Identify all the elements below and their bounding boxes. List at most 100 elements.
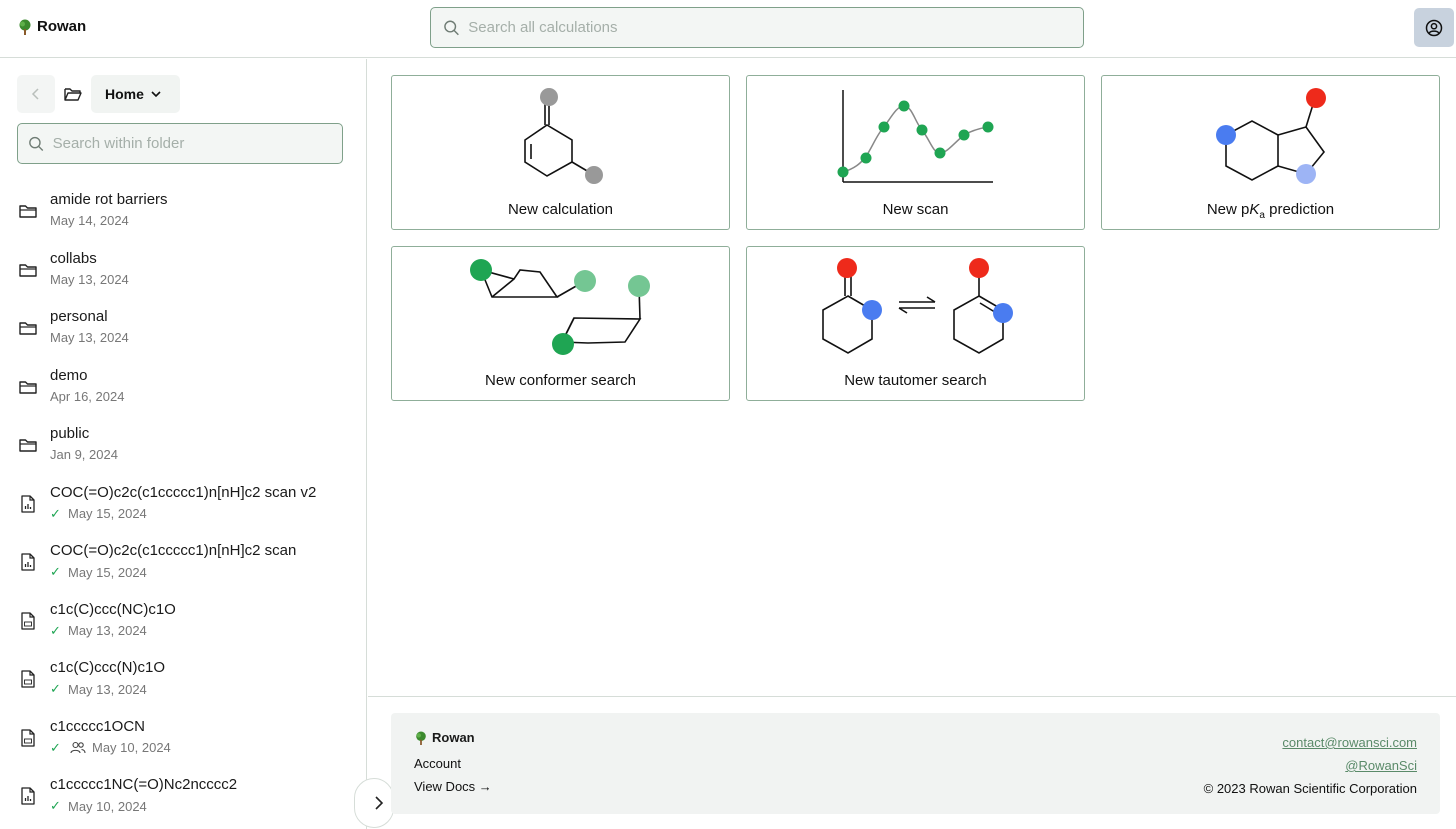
item-name: COC(=O)c2c(c1ccccc1)n[nH]c2 scan v2: [50, 483, 317, 501]
sidebar-item-folder[interactable]: collabs May 13, 2024: [0, 246, 366, 305]
molecule-conformers-icon: [470, 259, 650, 355]
card-label: New conformer search: [485, 372, 636, 389]
check-icon: ✓: [50, 798, 61, 813]
new-calculation-card[interactable]: New calculation: [391, 75, 730, 230]
folder-icon: [19, 263, 37, 277]
folder-search-box[interactable]: [17, 123, 343, 164]
new-tautomer-search-card[interactable]: New tautomer search: [746, 246, 1085, 401]
sidebar-item-calculation[interactable]: COC(=O)c2c(c1ccccc1)n[nH]c2 scan v2 ✓ May…: [0, 480, 366, 539]
top-bar: Rowan: [0, 0, 1456, 58]
chart-file-icon: [21, 494, 35, 513]
sidebar-item-folder[interactable]: personal May 13, 2024: [0, 304, 366, 363]
item-date: May 10, 2024: [92, 740, 171, 755]
item-name: c1ccccc1NC(=O)Nc2ncccc2: [50, 776, 238, 793]
folder-dropdown-label: Home: [105, 86, 144, 102]
check-icon: ✓: [50, 564, 61, 579]
folder-search-input[interactable]: [52, 135, 342, 152]
new-scan-card[interactable]: New scan: [746, 75, 1085, 230]
copyright-text: © 2023 Rowan Scientific Corporation: [1203, 781, 1417, 796]
item-meta: ✓ May 15, 2024: [50, 564, 147, 580]
user-account-button[interactable]: [1414, 8, 1454, 47]
sidebar-toggle-button[interactable]: [354, 778, 394, 828]
chart-file-icon: [21, 553, 35, 571]
open-folder-button[interactable]: [55, 75, 91, 113]
check-icon: ✓: [50, 739, 61, 755]
check-icon: ✓: [50, 681, 61, 696]
chevron-down-icon: [151, 91, 161, 98]
molecule-tautomers-icon: [822, 258, 1013, 354]
folder-icon: [19, 380, 37, 394]
item-date: May 13, 2024: [68, 623, 147, 638]
folder-open-icon: [64, 88, 82, 101]
main-content: New calculation New scan: [368, 59, 1456, 697]
item-date: Jan 9, 2024: [50, 447, 118, 462]
card-label: New pKa prediction: [1102, 201, 1439, 221]
chevron-left-icon: [31, 88, 39, 100]
folder-icon: [19, 205, 37, 218]
sidebar-item-folder[interactable]: amide rot barriers May 14, 2024: [0, 187, 366, 246]
sidebar-item-calculation[interactable]: c1ccccc1NC(=O)Nc2ncccc2 ✓ May 10, 2024: [0, 772, 366, 829]
folder-dropdown[interactable]: Home: [91, 75, 180, 113]
sidebar-item-folder[interactable]: public Jan 9, 2024: [0, 421, 366, 480]
sidebar-item-calculation[interactable]: c1c(C)ccc(NC)c1O ✓ May 13, 2024: [0, 597, 366, 656]
new-conformer-search-card[interactable]: New conformer search: [391, 246, 730, 401]
back-button[interactable]: [17, 75, 55, 113]
pka-file-icon: [21, 728, 35, 747]
sidebar-item-calculation[interactable]: c1ccccc1OCN ✓ May 10, 2024: [0, 714, 366, 773]
footer-divider: [368, 696, 1456, 697]
tree-icon: [19, 19, 31, 35]
folder-icon: [19, 322, 37, 335]
molecule-cyclohexene-icon: [524, 88, 603, 184]
view-docs-link[interactable]: View Docs →: [414, 779, 492, 794]
sidebar-item-calculation[interactable]: c1c(C)ccc(N)c1O ✓May 13, 2024: [0, 655, 366, 714]
pka-file-icon: [21, 611, 35, 630]
item-meta: ✓ May 10, 2024: [50, 740, 171, 756]
twitter-link[interactable]: @RowanSci: [1345, 758, 1417, 773]
item-date: May 14, 2024: [50, 213, 129, 228]
search-icon: [29, 136, 44, 151]
card-label: New calculation: [507, 201, 614, 218]
global-search-input[interactable]: [468, 19, 1083, 36]
folder-icon: [19, 439, 37, 452]
sidebar-toolbar: Home: [17, 75, 180, 113]
card-label-italic: K: [1249, 201, 1260, 218]
item-date: May 10, 2024: [68, 798, 147, 814]
check-icon: ✓: [50, 505, 61, 521]
pka-file-icon: [21, 670, 35, 688]
card-label-prefix: New p: [1206, 201, 1250, 218]
item-date: May 13, 2024: [68, 681, 147, 697]
new-pka-prediction-card[interactable]: New pKa prediction: [1101, 75, 1440, 230]
card-label: New scan: [882, 201, 949, 218]
account-link[interactable]: Account: [414, 756, 461, 771]
item-name: public: [50, 425, 90, 442]
card-label-sub: a: [1259, 210, 1265, 221]
item-meta: ✓ May 13, 2024: [50, 623, 147, 639]
item-date: May 15, 2024: [68, 506, 147, 521]
item-name: COC(=O)c2c(c1ccccc1)n[nH]c2 scan: [50, 542, 297, 559]
brand-logo[interactable]: Rowan: [17, 18, 86, 35]
footer: Rowan Account View Docs → contact@rowans…: [391, 713, 1440, 814]
tree-icon: [416, 730, 426, 745]
item-date: Apr 16, 2024: [50, 388, 125, 404]
item-date: May 15, 2024: [68, 564, 147, 580]
sidebar-list: amide rot barriers May 14, 2024 collabs …: [0, 187, 366, 829]
item-meta: ✓ May 15, 2024: [50, 506, 147, 522]
sidebar-item-calculation[interactable]: COC(=O)c2c(c1ccccc1)n[nH]c2 scan ✓ May 15…: [0, 538, 366, 597]
contact-email-link[interactable]: contact@rowansci.com: [1282, 735, 1417, 750]
check-icon: ✓: [50, 622, 61, 638]
molecule-indane-icon: [1216, 88, 1326, 184]
footer-brand-name: Rowan: [432, 730, 475, 745]
item-name: c1c(C)ccc(NC)c1O: [50, 600, 176, 618]
footer-brand[interactable]: Rowan: [414, 730, 475, 745]
sidebar: Home amide rot barriers May 14, 2024 col…: [0, 59, 367, 829]
global-search-box[interactable]: [430, 7, 1084, 48]
shared-users-icon: [70, 741, 86, 754]
item-name: demo: [50, 366, 88, 384]
item-date: May 13, 2024: [50, 271, 129, 287]
item-name: amide rot barriers: [50, 191, 168, 208]
item-name: collabs: [50, 249, 97, 267]
chevron-right-icon: [375, 796, 384, 810]
sidebar-item-folder[interactable]: demo Apr 16, 2024: [0, 363, 366, 422]
brand-name: Rowan: [37, 18, 87, 35]
item-meta: ✓ May 13, 2024: [50, 681, 147, 697]
